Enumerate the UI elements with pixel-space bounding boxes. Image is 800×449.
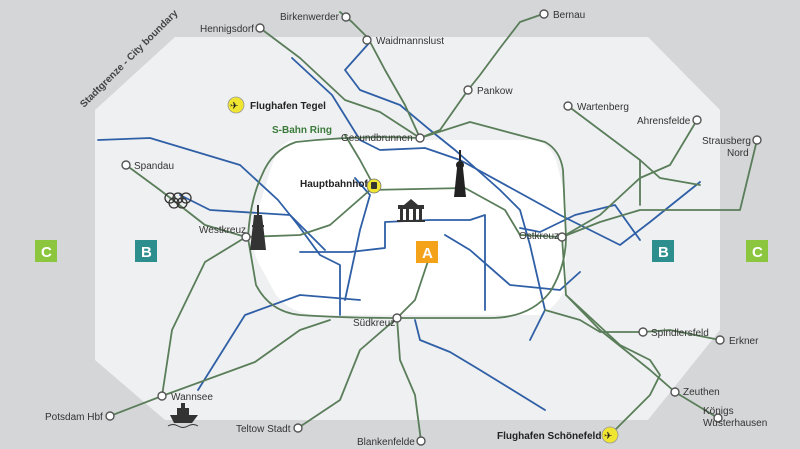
station-teltow-stadt[interactable]: Teltow Stadt [236,423,303,435]
station-label: Zeuthen [683,387,720,398]
station-waidmannslust[interactable]: Waidmannslust [362,35,444,47]
station-ostkreuz[interactable]: Ostkreuz [519,231,567,242]
station-label: Hennigsdorf [200,24,254,35]
zone-a-badge [416,241,438,263]
zone-a-text: A [422,245,433,262]
station-label: Pankow [477,86,513,97]
station-strausberg-nord[interactable]: Strausberg Nord [702,135,762,159]
station-label: Wannsee [171,392,213,403]
airport-schoenefeld-label: Flughafen Schönefeld [497,431,601,442]
station-label: Waidmannslust [376,36,444,47]
zone-b-text-right: B [658,244,669,261]
zone-c-badge-right [746,240,768,262]
station-spandau[interactable]: Spandau [121,160,174,172]
station-blankenfelde[interactable]: Blankenfelde [357,436,426,448]
station-ahrensfelde[interactable]: Ahrensfelde [637,115,702,127]
station-label: Westkreuz [199,225,246,236]
zone-c-text-right: C [752,244,763,261]
train-glyph [371,182,377,189]
hauptbahnhof-station[interactable]: Hauptbahnhof [300,178,382,194]
station-wartenberg[interactable]: Wartenberg [563,101,629,113]
hauptbahnhof-label: Hauptbahnhof [300,179,368,190]
station-potsdam-hbf[interactable]: Potsdam Hbf [45,411,115,423]
tv-tower-icon [454,150,466,197]
station-label: Birkenwerder [280,12,340,23]
station-label: Teltow Stadt [236,424,291,435]
station-pankow[interactable]: Pankow [463,85,513,97]
sbahn-ring-label: S-Bahn Ring [272,125,332,136]
station-label: Südkreuz [353,318,395,329]
plane-glyph: ✈ [230,101,238,112]
airport-icon [227,96,245,114]
station-zeuthen[interactable]: Zeuthen [670,387,720,398]
station-label: Ahrensfelde [637,116,691,127]
station-birkenwerder[interactable]: Birkenwerder [280,12,351,23]
station-label: Wusterhausen [703,418,767,429]
airport-icon [601,426,619,444]
station-label: Ostkreuz [519,231,559,242]
station-label: Nord [727,148,749,159]
station-westkreuz[interactable]: Westkreuz [199,225,251,242]
station-erkner[interactable]: Erkner [715,335,759,347]
plane-glyph: ✈ [604,431,612,442]
station-label: Erkner [729,336,759,347]
station-bernau[interactable]: Bernau [539,9,585,21]
zone-b-badge-left [135,240,157,262]
station-label: Strausberg [702,136,751,147]
station-label: Bernau [553,10,585,21]
ferry-icon [167,403,199,428]
zone-b-text-left: B [141,244,152,261]
airport-schoenefeld[interactable]: ✈ Flughafen Schönefeld [497,426,619,444]
sbahn-lines [109,11,758,442]
station-suedkreuz[interactable]: Südkreuz [353,313,402,329]
station-label: Potsdam Hbf [45,412,103,423]
zone-c-badge-left [35,240,57,262]
station-wannsee[interactable]: Wannsee [157,391,213,403]
airport-tegel[interactable]: ✈ Flughafen Tegel [227,96,326,114]
radio-tower-icon [250,205,266,250]
airport-tegel-label: Flughafen Tegel [250,101,326,112]
station-label: Wartenberg [577,102,629,113]
station-gesundbrunnen[interactable]: Gesundbrunnen [341,133,425,144]
station-label: Blankenfelde [357,437,415,448]
station-koenigs-wusterhausen[interactable]: Königs Wusterhausen [703,406,767,429]
station-label: Spindlersfeld [651,328,709,339]
station-label: Spandau [134,161,174,172]
zone-a-area [253,140,566,315]
sbahn-ring-line [247,121,567,319]
station-label: Gesundbrunnen [341,133,413,144]
station-spindlersfeld[interactable]: Spindlersfeld [638,327,709,339]
brandenburg-gate-icon [397,199,425,222]
olympic-rings-icon [164,192,192,209]
station-hennigsdorf[interactable]: Hennigsdorf [200,23,265,35]
station-label: Königs [703,406,734,417]
zone-b-badge-right [652,240,674,262]
zone-c-text-left: C [41,244,52,261]
